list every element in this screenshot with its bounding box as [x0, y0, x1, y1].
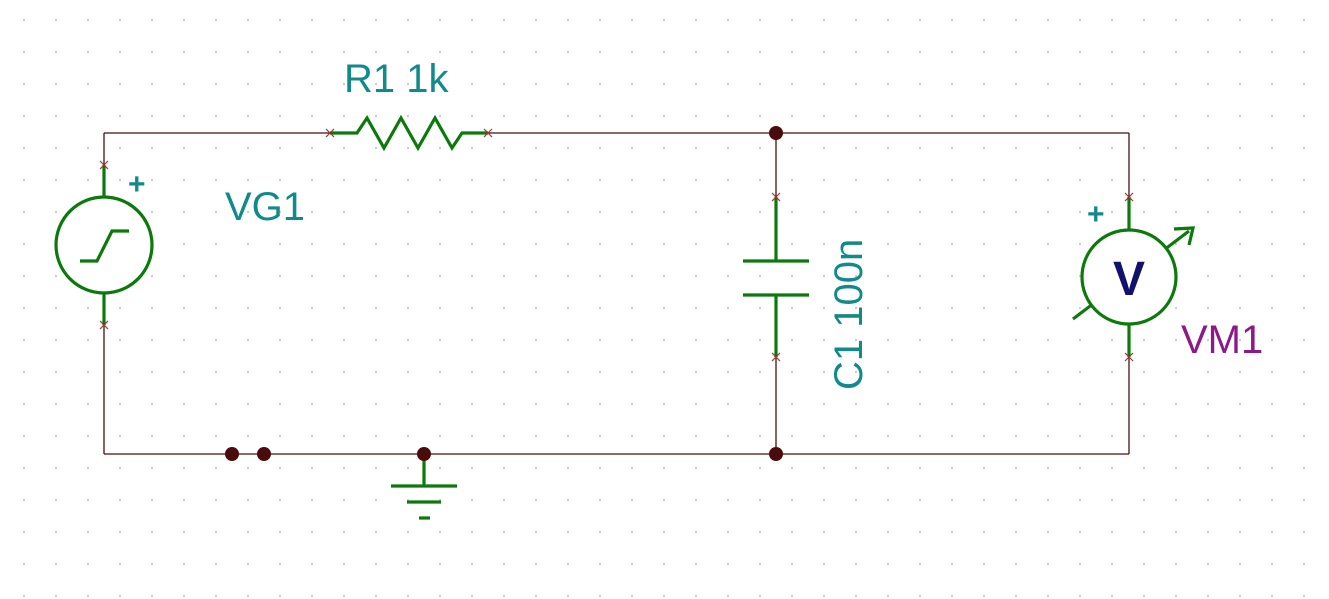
source-polarity-plus: +: [128, 168, 146, 201]
junction-dot: [769, 447, 783, 461]
meter-arrowhead-icon: [1173, 226, 1196, 246]
voltage-generator[interactable]: + VG1: [54, 165, 305, 325]
step-generator-icon: [80, 229, 129, 263]
resistor-zigzag-icon: [330, 114, 488, 152]
junction-dot: [769, 126, 783, 140]
voltmeter-letter: V: [1113, 253, 1145, 306]
ground-icon[interactable]: [391, 454, 457, 520]
voltmeter-label: VM1: [1181, 318, 1263, 362]
capacitor-label: C1 100n: [827, 239, 871, 390]
voltmeter-polarity-plus: +: [1087, 198, 1105, 231]
junction-dot: [225, 447, 239, 461]
resistor-label: R1 1k: [344, 57, 449, 101]
source-label: VG1: [225, 185, 305, 229]
capacitor[interactable]: C1 100n: [743, 197, 871, 390]
voltmeter[interactable]: V + VM1: [1072, 197, 1263, 362]
voltmeter-circle: [1080, 228, 1178, 326]
pin-markers: [99, 128, 1134, 362]
junction-dot: [417, 447, 431, 461]
resistor[interactable]: R1 1k: [330, 57, 488, 152]
junction-dot: [257, 447, 271, 461]
junctions: [225, 126, 783, 461]
wires: [103, 132, 1130, 455]
